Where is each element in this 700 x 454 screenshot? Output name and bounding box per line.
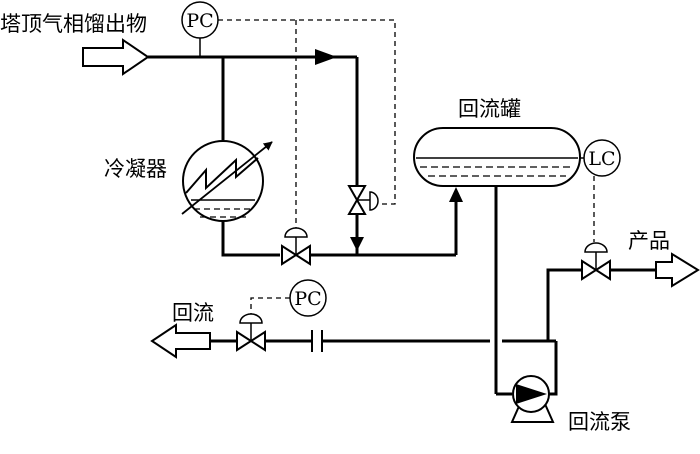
feed-label: 塔顶气相馏出物 xyxy=(0,12,147,36)
pc-top-instrument: PC xyxy=(181,1,219,39)
valve-actuator-icon xyxy=(584,242,608,253)
feed-inlet-arrow-icon xyxy=(82,38,150,76)
pc-reflux-instrument: PC xyxy=(289,279,327,317)
lc-tag: LC xyxy=(588,148,615,170)
pc-top-signal-line xyxy=(218,19,396,205)
condensate-control-valve xyxy=(281,227,311,266)
lc-instrument: LC xyxy=(583,139,621,177)
drum-vessel xyxy=(413,127,581,187)
bypass-valve xyxy=(347,185,379,215)
pc-reflux-signal-line xyxy=(250,297,290,315)
condensate-line xyxy=(221,221,280,257)
pump-impeller-icon xyxy=(516,384,547,404)
reflux-drum xyxy=(413,127,581,187)
product-line xyxy=(546,268,582,341)
flow-arrow-drum-icon xyxy=(449,187,463,202)
condenser xyxy=(181,140,273,222)
drum-label: 回流罐 xyxy=(458,97,521,121)
condenser-label: 冷凝器 xyxy=(104,157,167,181)
pump-label: 回流泵 xyxy=(568,410,631,434)
product-arrow-icon xyxy=(655,252,700,288)
valve-actuator-icon xyxy=(284,227,308,238)
flow-arrow-top-icon xyxy=(315,49,337,65)
flow-arrow-bypass-icon xyxy=(350,237,364,251)
product-label: 产品 xyxy=(628,229,670,253)
reflux-pump xyxy=(510,375,555,423)
lc-bubble xyxy=(583,139,621,177)
valve-actuator-icon xyxy=(369,191,379,211)
reflux-label: 回流 xyxy=(172,301,214,325)
pc-top-tag: PC xyxy=(186,10,213,32)
valve-actuator-icon xyxy=(239,313,263,324)
reflux-control-valve xyxy=(236,313,266,352)
pc-reflux-tag: PC xyxy=(294,288,321,310)
reflux-arrow-icon xyxy=(150,323,211,359)
condenser-coil-icon xyxy=(185,157,259,194)
adjustable-arrow-icon xyxy=(181,141,273,215)
pump-discharge-line xyxy=(549,341,558,396)
product-control-valve xyxy=(581,242,611,281)
